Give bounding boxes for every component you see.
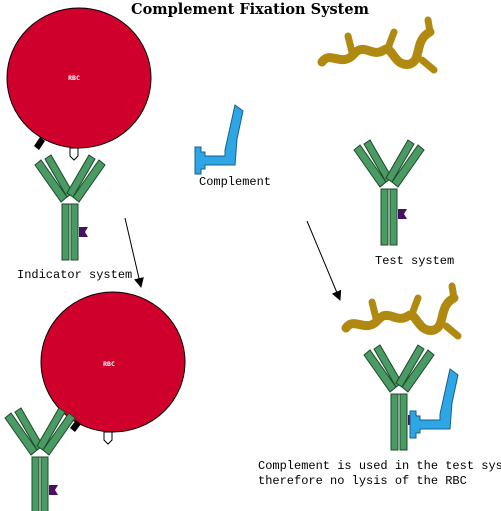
caption-line-1: Complement is used in the test system [258, 459, 501, 473]
test-system-label: Test system [375, 254, 454, 268]
antibody-indicator-bottom [4, 407, 76, 511]
indicator-system-label: Indicator system [17, 268, 132, 282]
antigen-bottom [346, 286, 458, 336]
antibody-test-top [353, 139, 425, 246]
antigen-top [322, 20, 434, 70]
arrow-left [124, 217, 144, 288]
caption-line-2: therefore no lysis of the RBC [258, 474, 467, 488]
antibody-indicator-top [34, 154, 106, 261]
complement-free [194, 104, 244, 175]
rbc-bottom-label: RBC [103, 360, 115, 368]
antibody-test-bottom [363, 344, 435, 451]
rbc-bottom: RBC [40, 291, 186, 445]
diagram-title: Complement Fixation System [131, 1, 370, 18]
rbc-top-label: RBC [68, 74, 80, 82]
arrow-right [306, 220, 342, 301]
complement-label: Complement [199, 175, 271, 189]
rbc-top: RBC [6, 7, 152, 161]
